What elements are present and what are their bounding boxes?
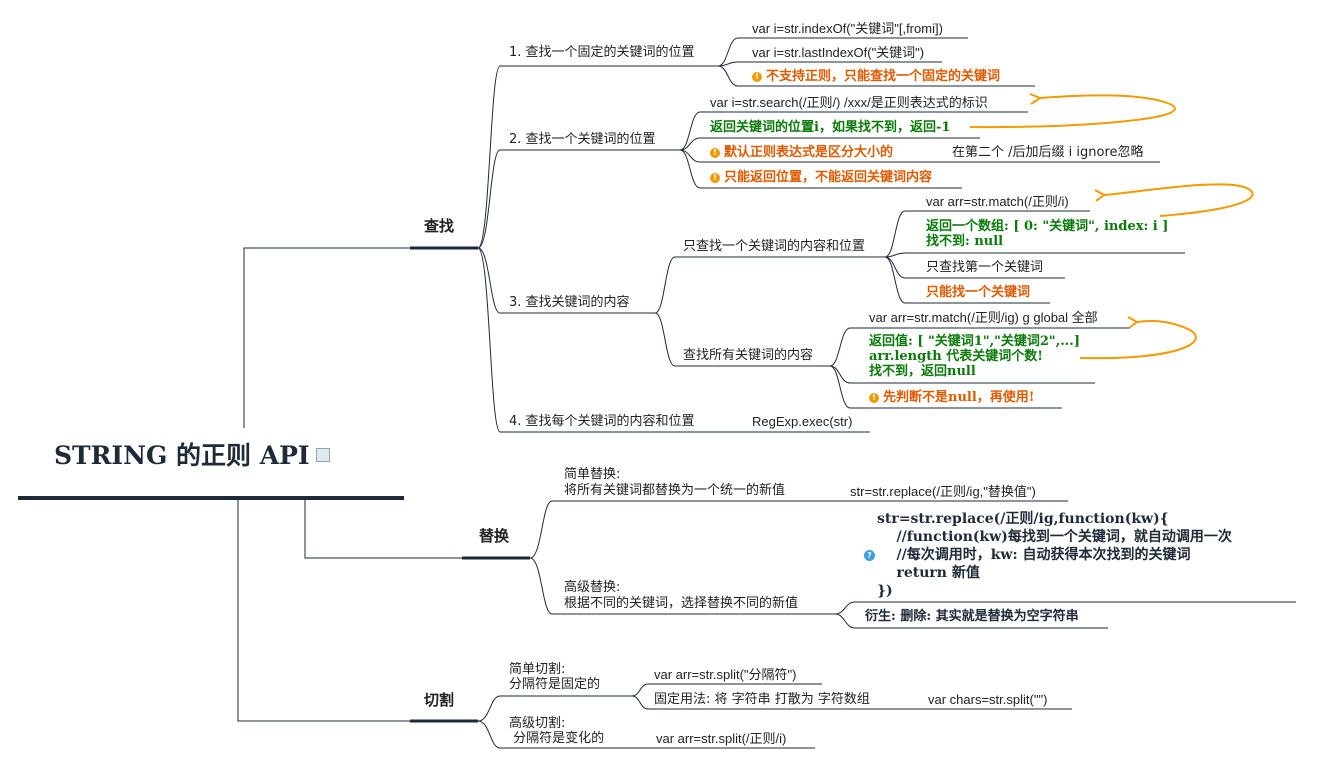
category-replace[interactable]: 替换 (479, 527, 510, 545)
find-b3-one-return[interactable]: 返回一个数组: [ 0: "关键词", index: i ] 找不到: null (926, 219, 1169, 249)
find-b3-all-warning-text: 先判断不是null，再使用! (883, 390, 1035, 405)
find-b1-warning[interactable]: ! 不支持正则，只能查找一个固定的关键词 (752, 69, 1000, 85)
replace-derive-delete[interactable]: 衍生: 删除: 其实就是替换为空字符串 (865, 609, 1079, 624)
find-branch-3[interactable]: 3. 查找关键词的内容 (509, 295, 630, 310)
find-b3-all-warning[interactable]: ! 先判断不是null，再使用! (869, 390, 1035, 406)
find-b3-all-match[interactable]: var arr=str.match(/正则/ig) g global 全部 (869, 310, 1098, 325)
category-split[interactable]: 切割 (424, 691, 455, 709)
find-b2-warning-position[interactable]: ! 只能返回位置，不能返回关键词内容 (710, 170, 932, 186)
warning-icon: ! (869, 393, 879, 403)
warning-icon: ! (710, 173, 720, 183)
find-b2-ignore-hint[interactable]: 在第二个 /后加后缀 i ignore忽略 (952, 145, 1144, 160)
warning-icon: ! (710, 148, 720, 158)
find-branch-2[interactable]: 2. 查找一个关键词的位置 (509, 132, 656, 147)
root-title-text: STRING 的正则 API (54, 441, 310, 470)
warning-icon: ! (752, 72, 762, 82)
find-b1-indexof[interactable]: var i=str.indexOf("关键词"[,fromi]) (752, 21, 943, 36)
find-b2-warning-position-text: 只能返回位置，不能返回关键词内容 (724, 170, 933, 185)
find-branch-1[interactable]: 1. 查找一个固定的关键词的位置 (509, 45, 695, 60)
root-title: STRING 的正则 API (54, 443, 330, 468)
find-b1-lastindexof[interactable]: var i=str.lastIndexOf("关键词") (752, 45, 925, 60)
find-b1-warning-text: 不支持正则，只能查找一个固定的关键词 (766, 69, 1001, 84)
find-b4-exec[interactable]: RegExp.exec(str) (752, 414, 853, 429)
find-b3-one-match[interactable]: var arr=str.match(/正则/i) (926, 194, 1069, 209)
find-b3-one-limit[interactable]: 只能找一个关键词 (926, 285, 1031, 300)
split-simple-chars[interactable]: var chars=str.split("") (928, 692, 1048, 707)
find-b2-search[interactable]: var i=str.search(/正则/) /xxx/是正则表达式的标识 (710, 95, 988, 110)
find-b3-one[interactable]: 只查找一个关键词的内容和位置 (683, 239, 866, 254)
split-advanced[interactable]: 高级切割: 分隔符是变化的 (509, 716, 605, 746)
split-simple-usage[interactable]: 固定用法: 将 字符串 打散为 字符数组 (654, 692, 870, 707)
split-simple[interactable]: 简单切割: 分隔符是固定的 (509, 662, 601, 692)
help-icon[interactable]: ? (864, 547, 875, 563)
replace-advanced[interactable]: 高级替换: 根据不同的关键词，选择替换不同的新值 (564, 580, 799, 611)
category-find[interactable]: 查找 (424, 217, 455, 235)
find-b3-all-return[interactable]: 返回值: [ "关键词1","关键词2",...] arr.length 代表关… (869, 334, 1080, 379)
split-advanced-code[interactable]: var arr=str.split(/正则/i) (656, 731, 787, 746)
find-b2-return[interactable]: 返回关键词的位置i，如果找不到，返回-1 (710, 120, 951, 135)
find-b3-one-first-only[interactable]: 只查找第一个关键词 (926, 260, 1044, 275)
replace-simple-code[interactable]: str=str.replace(/正则/ig,"替换值") (850, 484, 1036, 499)
find-b2-warning-case[interactable]: ! 默认正则表达式是区分大小的 (710, 145, 893, 161)
find-b3-all[interactable]: 查找所有关键词的内容 (683, 348, 814, 363)
note-icon[interactable] (315, 448, 330, 462)
replace-simple[interactable]: 简单替换: 将所有关键词都替换为一个统一的新值 (564, 467, 786, 498)
replace-advanced-code[interactable]: str=str.replace(/正则/ig,function(kw){ //f… (877, 511, 1232, 599)
split-simple-code[interactable]: var arr=str.split("分隔符") (654, 667, 797, 682)
find-b2-warning-case-text: 默认正则表达式是区分大小的 (724, 145, 894, 160)
find-branch-4[interactable]: 4. 查找每个关键词的内容和位置 (509, 414, 695, 429)
